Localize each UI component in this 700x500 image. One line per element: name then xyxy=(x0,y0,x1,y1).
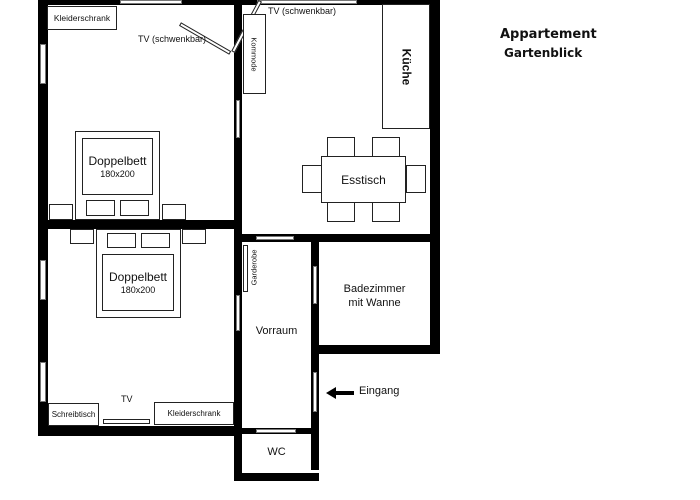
bed-bottom-size: 180x200 xyxy=(120,285,156,295)
wall-wc-bottom xyxy=(234,473,319,481)
coat-rack xyxy=(243,245,248,292)
nightstand xyxy=(70,229,94,244)
chair xyxy=(302,165,322,193)
tv-swivel-living-label: TV (schwenkbar) xyxy=(268,6,337,16)
chair xyxy=(406,165,426,193)
wall-living-bottom xyxy=(234,234,440,242)
bed-top-size: 180x200 xyxy=(100,169,135,179)
kitchen-label: Küche xyxy=(399,48,413,85)
bed-top-label: Doppelbett xyxy=(88,154,147,168)
wall-bedroom-divider xyxy=(38,220,238,229)
window-top-bedroom xyxy=(120,0,182,4)
chair xyxy=(372,137,400,157)
pillow xyxy=(141,233,170,248)
door-bedroom-bottom xyxy=(236,295,240,331)
apartment-subtitle: Gartenblick xyxy=(504,46,583,60)
wall-bath-bottom xyxy=(313,345,440,354)
wall-wc-left xyxy=(234,428,242,481)
wardrobe-top: Kleiderschrank xyxy=(47,6,117,30)
wall-left xyxy=(38,0,48,436)
door-living-hall xyxy=(256,236,294,240)
window-left-3 xyxy=(40,362,46,402)
window-left-1 xyxy=(40,44,46,84)
entrance-label: Eingang xyxy=(359,385,400,397)
bathroom-label-1: Badezimmer xyxy=(343,283,406,295)
pillow xyxy=(107,233,136,248)
desk-label: Schreibtisch xyxy=(51,410,96,419)
dresser-label: Kommode xyxy=(250,36,259,72)
chair xyxy=(327,137,355,157)
apartment-title: Appartement xyxy=(500,27,597,42)
wall-right xyxy=(430,0,440,350)
dining-table: Esstisch xyxy=(321,156,406,203)
kitchen-counter: Küche xyxy=(382,4,430,129)
wall-bottom-left xyxy=(38,426,240,436)
window-left-2 xyxy=(40,260,46,300)
tv-bottom-label: TV xyxy=(121,394,133,404)
wardrobe-bottom-label: Kleiderschrank xyxy=(167,409,221,418)
nightstand xyxy=(162,204,186,220)
arrow-left-icon xyxy=(326,386,356,399)
dresser: Kommode xyxy=(243,14,266,94)
pillow xyxy=(120,200,149,216)
pillow xyxy=(86,200,115,216)
bed-bottom-label: Doppelbett xyxy=(108,270,168,284)
desk: Schreibtisch xyxy=(48,403,99,426)
door-entrance xyxy=(313,372,317,412)
hall-label: Vorraum xyxy=(255,325,298,337)
wc-label: WC xyxy=(267,446,286,458)
window-top-living xyxy=(257,0,357,4)
tv-swivel-top-label: TV (schwenkbar) xyxy=(138,34,207,44)
nightstand xyxy=(49,204,73,220)
wall-hall-right xyxy=(311,234,319,470)
coat-rack-label: Garderobe xyxy=(249,249,259,286)
dining-table-label: Esstisch xyxy=(341,172,386,187)
bed-top-mattress xyxy=(82,138,153,195)
bathroom-label-2: mit Wanne xyxy=(348,297,401,309)
nightstand xyxy=(182,229,206,244)
chair xyxy=(372,202,400,222)
chair xyxy=(327,202,355,222)
bed-bottom-mattress xyxy=(102,254,174,311)
door-wc xyxy=(256,429,296,433)
wardrobe-bottom: Kleiderschrank xyxy=(154,402,234,425)
wardrobe-top-label: Kleiderschrank xyxy=(53,13,111,23)
tv-bottom xyxy=(103,419,150,424)
door-bedroom-top xyxy=(236,100,240,138)
door-bathroom xyxy=(313,266,317,304)
